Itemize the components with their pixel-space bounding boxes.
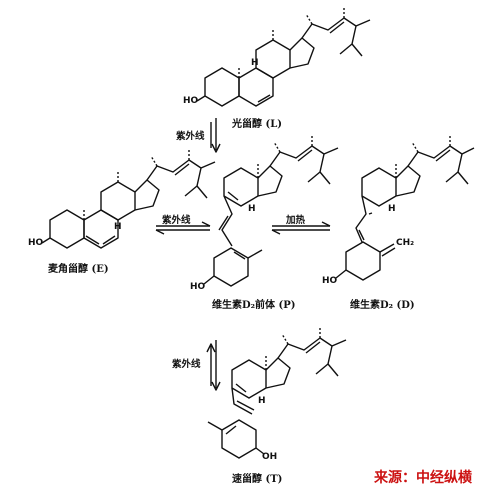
compound-name-E: 麦角甾醇 (E) bbox=[48, 264, 109, 275]
h-label-P: H bbox=[248, 204, 256, 214]
structure-ergosterol bbox=[41, 150, 216, 249]
compound-name-L: 光甾醇 (L) bbox=[232, 119, 282, 130]
h-label-E: H bbox=[114, 222, 122, 232]
arrow-L-P bbox=[210, 118, 221, 153]
h-label-L: H bbox=[251, 58, 259, 68]
structure-lumisterol bbox=[196, 8, 371, 107]
compound-name-T: 速甾醇 (T) bbox=[232, 474, 283, 485]
compound-name-D: 维生素D₂ (D) bbox=[350, 300, 415, 311]
h-label-T: H bbox=[258, 396, 266, 406]
h-label-D: H bbox=[388, 204, 396, 214]
ch2-label: CH₂ bbox=[396, 238, 415, 248]
arrow-label-heat: 加热 bbox=[286, 215, 306, 226]
arrow-label-uv-L: 紫外线 bbox=[176, 131, 205, 142]
structure-previtamin bbox=[203, 136, 339, 287]
ho-label-D: HO bbox=[322, 276, 338, 286]
arrow-P-T bbox=[206, 340, 221, 391]
watermark-source: 来源：中经纵横 bbox=[374, 470, 472, 486]
structure-tachysterol bbox=[207, 328, 347, 459]
arrow-label-uv-E: 紫外线 bbox=[162, 215, 191, 226]
oh-label-T: OH bbox=[262, 452, 278, 462]
structure-vitamin-d2 bbox=[335, 136, 475, 281]
ho-label-P: HO bbox=[190, 282, 206, 292]
ho-label-L: HO bbox=[183, 96, 199, 106]
compound-name-P: 维生素D₂前体 (P) bbox=[212, 300, 296, 311]
arrow-E-P bbox=[155, 221, 211, 235]
ho-label-E: HO bbox=[28, 238, 44, 248]
arrow-P-D bbox=[271, 221, 331, 235]
arrow-label-uv-T: 紫外线 bbox=[172, 359, 201, 370]
